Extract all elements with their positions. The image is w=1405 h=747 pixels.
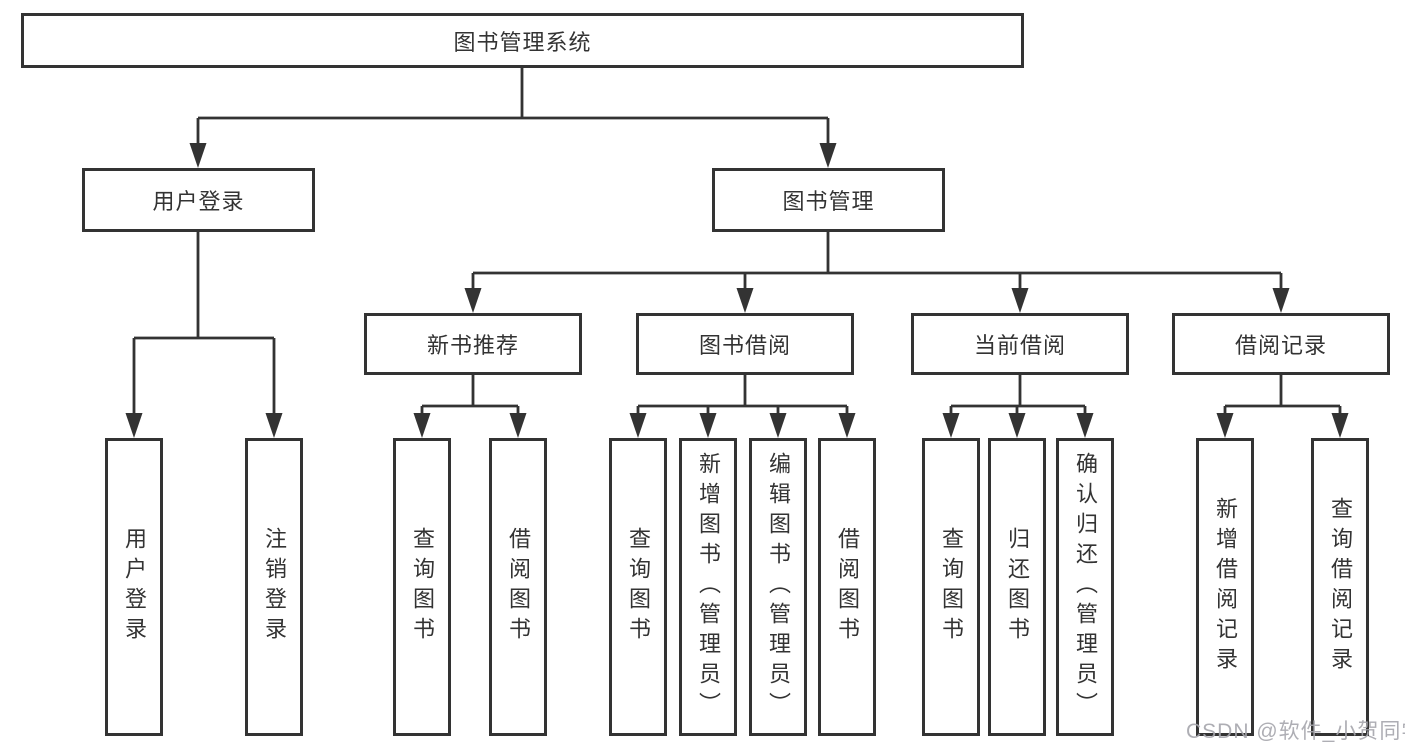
node-book-borrow: 图书借阅	[636, 313, 854, 375]
arrowhead-icon	[629, 413, 647, 438]
connector-userlogin-to-children	[132, 232, 276, 418]
node-current-borrow: 当前借阅	[911, 313, 1129, 375]
node-br-query-record: 查询借阅记录	[1311, 438, 1369, 736]
arrowhead-icon	[509, 413, 527, 438]
arrowhead-icon	[125, 413, 143, 438]
arrowhead-icon	[413, 413, 431, 438]
node-login: 用户登录	[105, 438, 163, 736]
arrowhead-icon	[464, 288, 482, 313]
node-root: 图书管理系统	[21, 13, 1024, 68]
node-book-management: 图书管理	[712, 168, 945, 232]
arrowhead-icon	[265, 413, 283, 438]
node-cb-return-books: 归还图书	[988, 438, 1046, 736]
connector-currentborrow-to-children	[949, 375, 1087, 417]
node-user-login: 用户登录	[82, 168, 315, 232]
node-br-add-record: 新增借阅记录	[1196, 438, 1254, 736]
arrowhead-icon	[1216, 413, 1234, 438]
connector-bookmgmt-to-level3	[471, 232, 1283, 292]
node-bb-add-books: 新增图书（管理员）	[679, 438, 737, 736]
node-logout: 注销登录	[245, 438, 303, 736]
arrowhead-icon	[1011, 288, 1029, 313]
node-bb-query-books: 查询图书	[609, 438, 667, 736]
connector-root-to-level2	[196, 68, 830, 146]
arrowhead-icon	[1272, 288, 1290, 313]
arrowhead-icon	[699, 413, 717, 438]
node-nb-borrow-books: 借阅图书	[489, 438, 547, 736]
node-bb-borrow-books: 借阅图书	[818, 438, 876, 736]
node-cb-query-books: 查询图书	[922, 438, 980, 736]
arrowhead-icon	[838, 413, 856, 438]
arrowhead-icon	[942, 413, 960, 438]
arrowhead-icon	[819, 143, 837, 168]
arrowhead-icon	[1331, 413, 1349, 438]
node-bb-edit-books: 编辑图书（管理员）	[749, 438, 807, 736]
node-borrow-records: 借阅记录	[1172, 313, 1390, 375]
connector-newbook-to-children	[420, 375, 520, 417]
watermark: CSDN @软件_小贺同学	[1186, 720, 1405, 743]
node-new-book-recommend: 新书推荐	[364, 313, 582, 375]
node-nb-query-books: 查询图书	[393, 438, 451, 736]
arrowhead-icon	[1076, 413, 1094, 438]
node-cb-confirm-return: 确认归还（管理员）	[1056, 438, 1114, 736]
connector-records-to-children	[1223, 375, 1342, 417]
arrowhead-icon	[189, 143, 207, 168]
arrowhead-icon	[736, 288, 754, 313]
arrowhead-icon	[1008, 413, 1026, 438]
connector-bookborrow-to-children	[636, 375, 849, 417]
arrowhead-icon	[769, 413, 787, 438]
